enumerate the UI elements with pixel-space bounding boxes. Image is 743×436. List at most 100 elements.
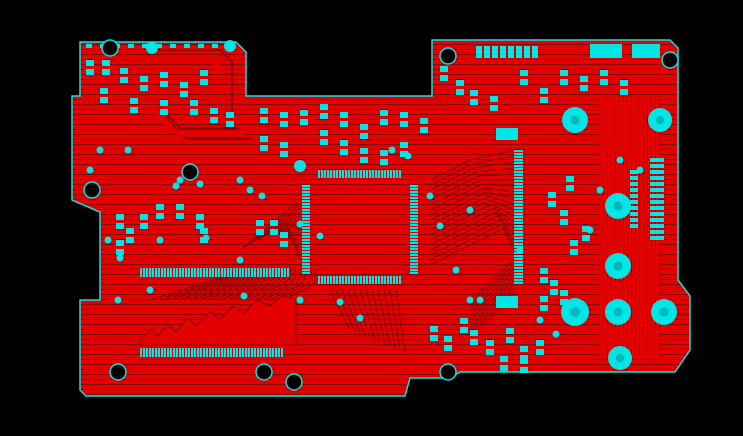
drill-hole [613,201,623,211]
smd-pad [126,228,134,234]
drill-hole [615,353,625,363]
smd-pad [180,82,188,88]
qfp-pin [302,272,310,274]
smd-pad [116,249,124,255]
qfp-pin [363,276,365,284]
fanout-trace [371,289,386,345]
connector-pin [179,348,181,357]
smd-pad [200,79,208,85]
qfp-pin [302,254,310,256]
header-pad [630,182,638,186]
pad-layer [86,44,677,373]
qfp-pin [410,263,418,265]
qfp-pin [410,218,418,220]
qfp-pin [514,264,523,266]
smd-pad [520,346,528,352]
via [388,146,396,154]
qfp-pin [302,203,310,205]
via [114,296,122,304]
connector-pin [260,348,262,357]
qfp-pin [514,159,523,161]
connector-pin [143,268,145,277]
connector-pin [185,348,187,357]
qfp-pin [327,170,329,178]
smd-pad [560,79,568,85]
qfp-pin [333,276,335,284]
mounting-hole [83,181,101,199]
via [586,226,594,234]
smd-pad [360,133,368,139]
qfp-pin [514,180,523,182]
qfp-pin [387,170,389,178]
smd-pad [320,104,328,110]
smd-pad [400,151,408,157]
qfp-pin [390,276,392,284]
smd-pad [280,112,288,118]
smd-pad [520,70,528,76]
mounting-hole [294,160,306,172]
smd-pad [280,241,288,247]
via [436,222,444,230]
smd-pad [210,117,218,123]
smd-pad [140,76,148,82]
qfp-pin [302,194,310,196]
smd-pad [566,185,574,191]
via [552,330,560,338]
connector-pin [242,348,244,357]
connector-pin [524,46,530,58]
connector-pin [206,268,208,277]
connector-pin [176,268,178,277]
connector-pin [209,268,211,277]
qfp-pin [369,170,371,178]
connector-pin [182,268,184,277]
via [616,156,624,164]
qfp-pin [324,170,326,178]
header-pad [630,188,638,192]
qfp-pin [357,170,359,178]
fanout-trace [429,227,515,266]
connector-pin [492,46,498,58]
qfp-pin [302,263,310,265]
connector-pin [230,348,232,357]
smd-pad [536,349,544,355]
smd-pad [200,228,208,234]
smd-pad [300,119,308,125]
fanout-trace [429,215,515,251]
qfp-pin [514,162,523,164]
qfp-pin [514,279,523,281]
connector-pin [146,348,148,357]
via [196,180,204,188]
smd-pad [100,97,108,103]
qfp-pin [514,270,523,272]
qfp-pin [345,276,347,284]
qfp-pin [393,170,395,178]
smd-pad [440,75,448,81]
header-pad [630,170,638,174]
fanout-trace [281,221,301,257]
smd-pad [340,112,348,118]
smd-pad [380,150,388,156]
connector-pin [236,268,238,277]
connector-pin [263,348,265,357]
qfp-pin [514,207,523,209]
qfp-pin [381,276,383,284]
connector-pin [179,268,181,277]
connector-pin [197,348,199,357]
qfp-pin [302,269,310,271]
smd-pad [126,237,134,243]
connector-pin [239,348,241,357]
smd-pad [160,109,168,115]
connector-pin [233,348,235,357]
smd-pad [520,358,528,364]
drill-hole [613,261,623,271]
smd-pad [520,79,528,85]
header-pad [630,218,638,222]
smd-pad [196,214,204,220]
qfp-pin [339,170,341,178]
connector-pin [167,348,169,357]
connector-pin [272,348,274,357]
smd-pad [500,356,508,362]
connector-pin [161,268,163,277]
qfp-pin [302,242,310,244]
